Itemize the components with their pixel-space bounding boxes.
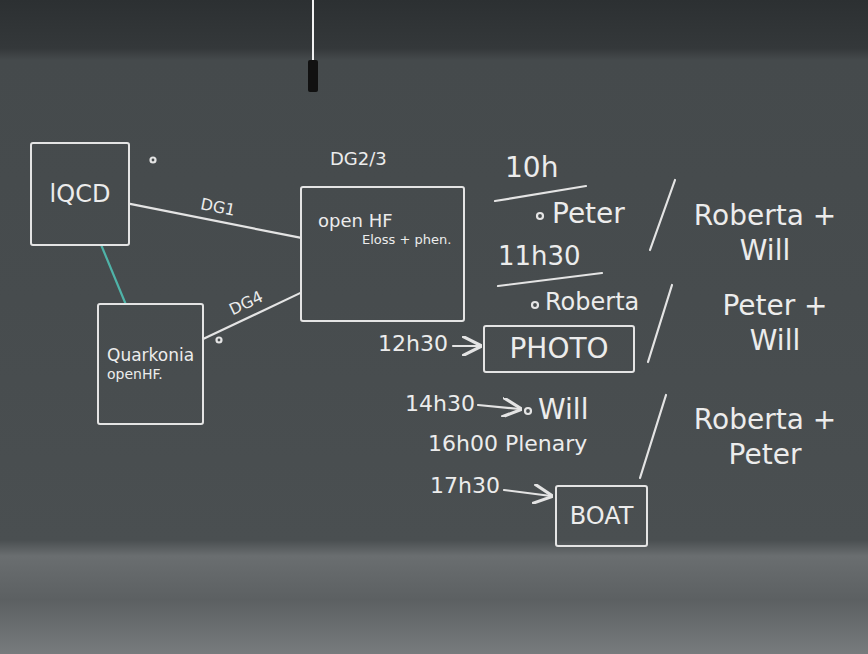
chalk-dot	[525, 408, 531, 414]
chalk-dot	[532, 302, 538, 308]
strike-line	[498, 273, 602, 286]
connector	[102, 246, 126, 303]
slash	[640, 395, 666, 478]
schedule-note: 10h	[505, 150, 558, 185]
edge-label: DG4	[226, 287, 266, 319]
process-box: DG2/3open HFEloss + phen.	[300, 186, 465, 322]
process-box: QuarkoniaopenHF.	[97, 303, 204, 425]
schedule-note: Peter	[552, 196, 625, 231]
box-label: openHF.	[107, 366, 163, 383]
box-label: Eloss + phen.	[362, 232, 451, 248]
box-label: Quarkonia	[107, 345, 194, 365]
process-box: lQCD	[30, 142, 130, 246]
group-heading: DG2/3	[330, 148, 387, 170]
schedule-note: Roberta + Peter	[685, 402, 845, 472]
schedule-note: 12h30	[378, 330, 448, 358]
box-label: lQCD	[50, 180, 111, 209]
arrow	[453, 345, 480, 347]
arrow	[504, 490, 551, 496]
schedule-note: 16h00 Plenary	[428, 430, 587, 458]
edge-label: DG1	[199, 194, 237, 219]
box-label: open HF	[318, 210, 393, 232]
schedule-note: 17h30	[430, 472, 500, 500]
schedule-note: 11h30	[498, 240, 581, 273]
schedule-note: 14h30	[405, 390, 475, 418]
arrow	[478, 405, 520, 409]
box-label: PHOTO	[509, 332, 608, 366]
process-box: BOAT	[555, 485, 648, 547]
process-box: PHOTO	[483, 325, 635, 373]
chalk-dot	[537, 213, 543, 219]
microphone	[308, 60, 318, 92]
schedule-note: Will	[538, 392, 588, 427]
slash	[648, 285, 672, 362]
box-label: BOAT	[570, 502, 634, 531]
slash	[650, 180, 675, 250]
chalk-dot	[217, 338, 222, 343]
schedule-note: Roberta	[545, 287, 639, 317]
schedule-note: Peter + Will	[700, 288, 850, 358]
chalk-dot	[151, 158, 156, 163]
schedule-note: Roberta + Will	[690, 198, 840, 268]
cable	[312, 0, 314, 62]
